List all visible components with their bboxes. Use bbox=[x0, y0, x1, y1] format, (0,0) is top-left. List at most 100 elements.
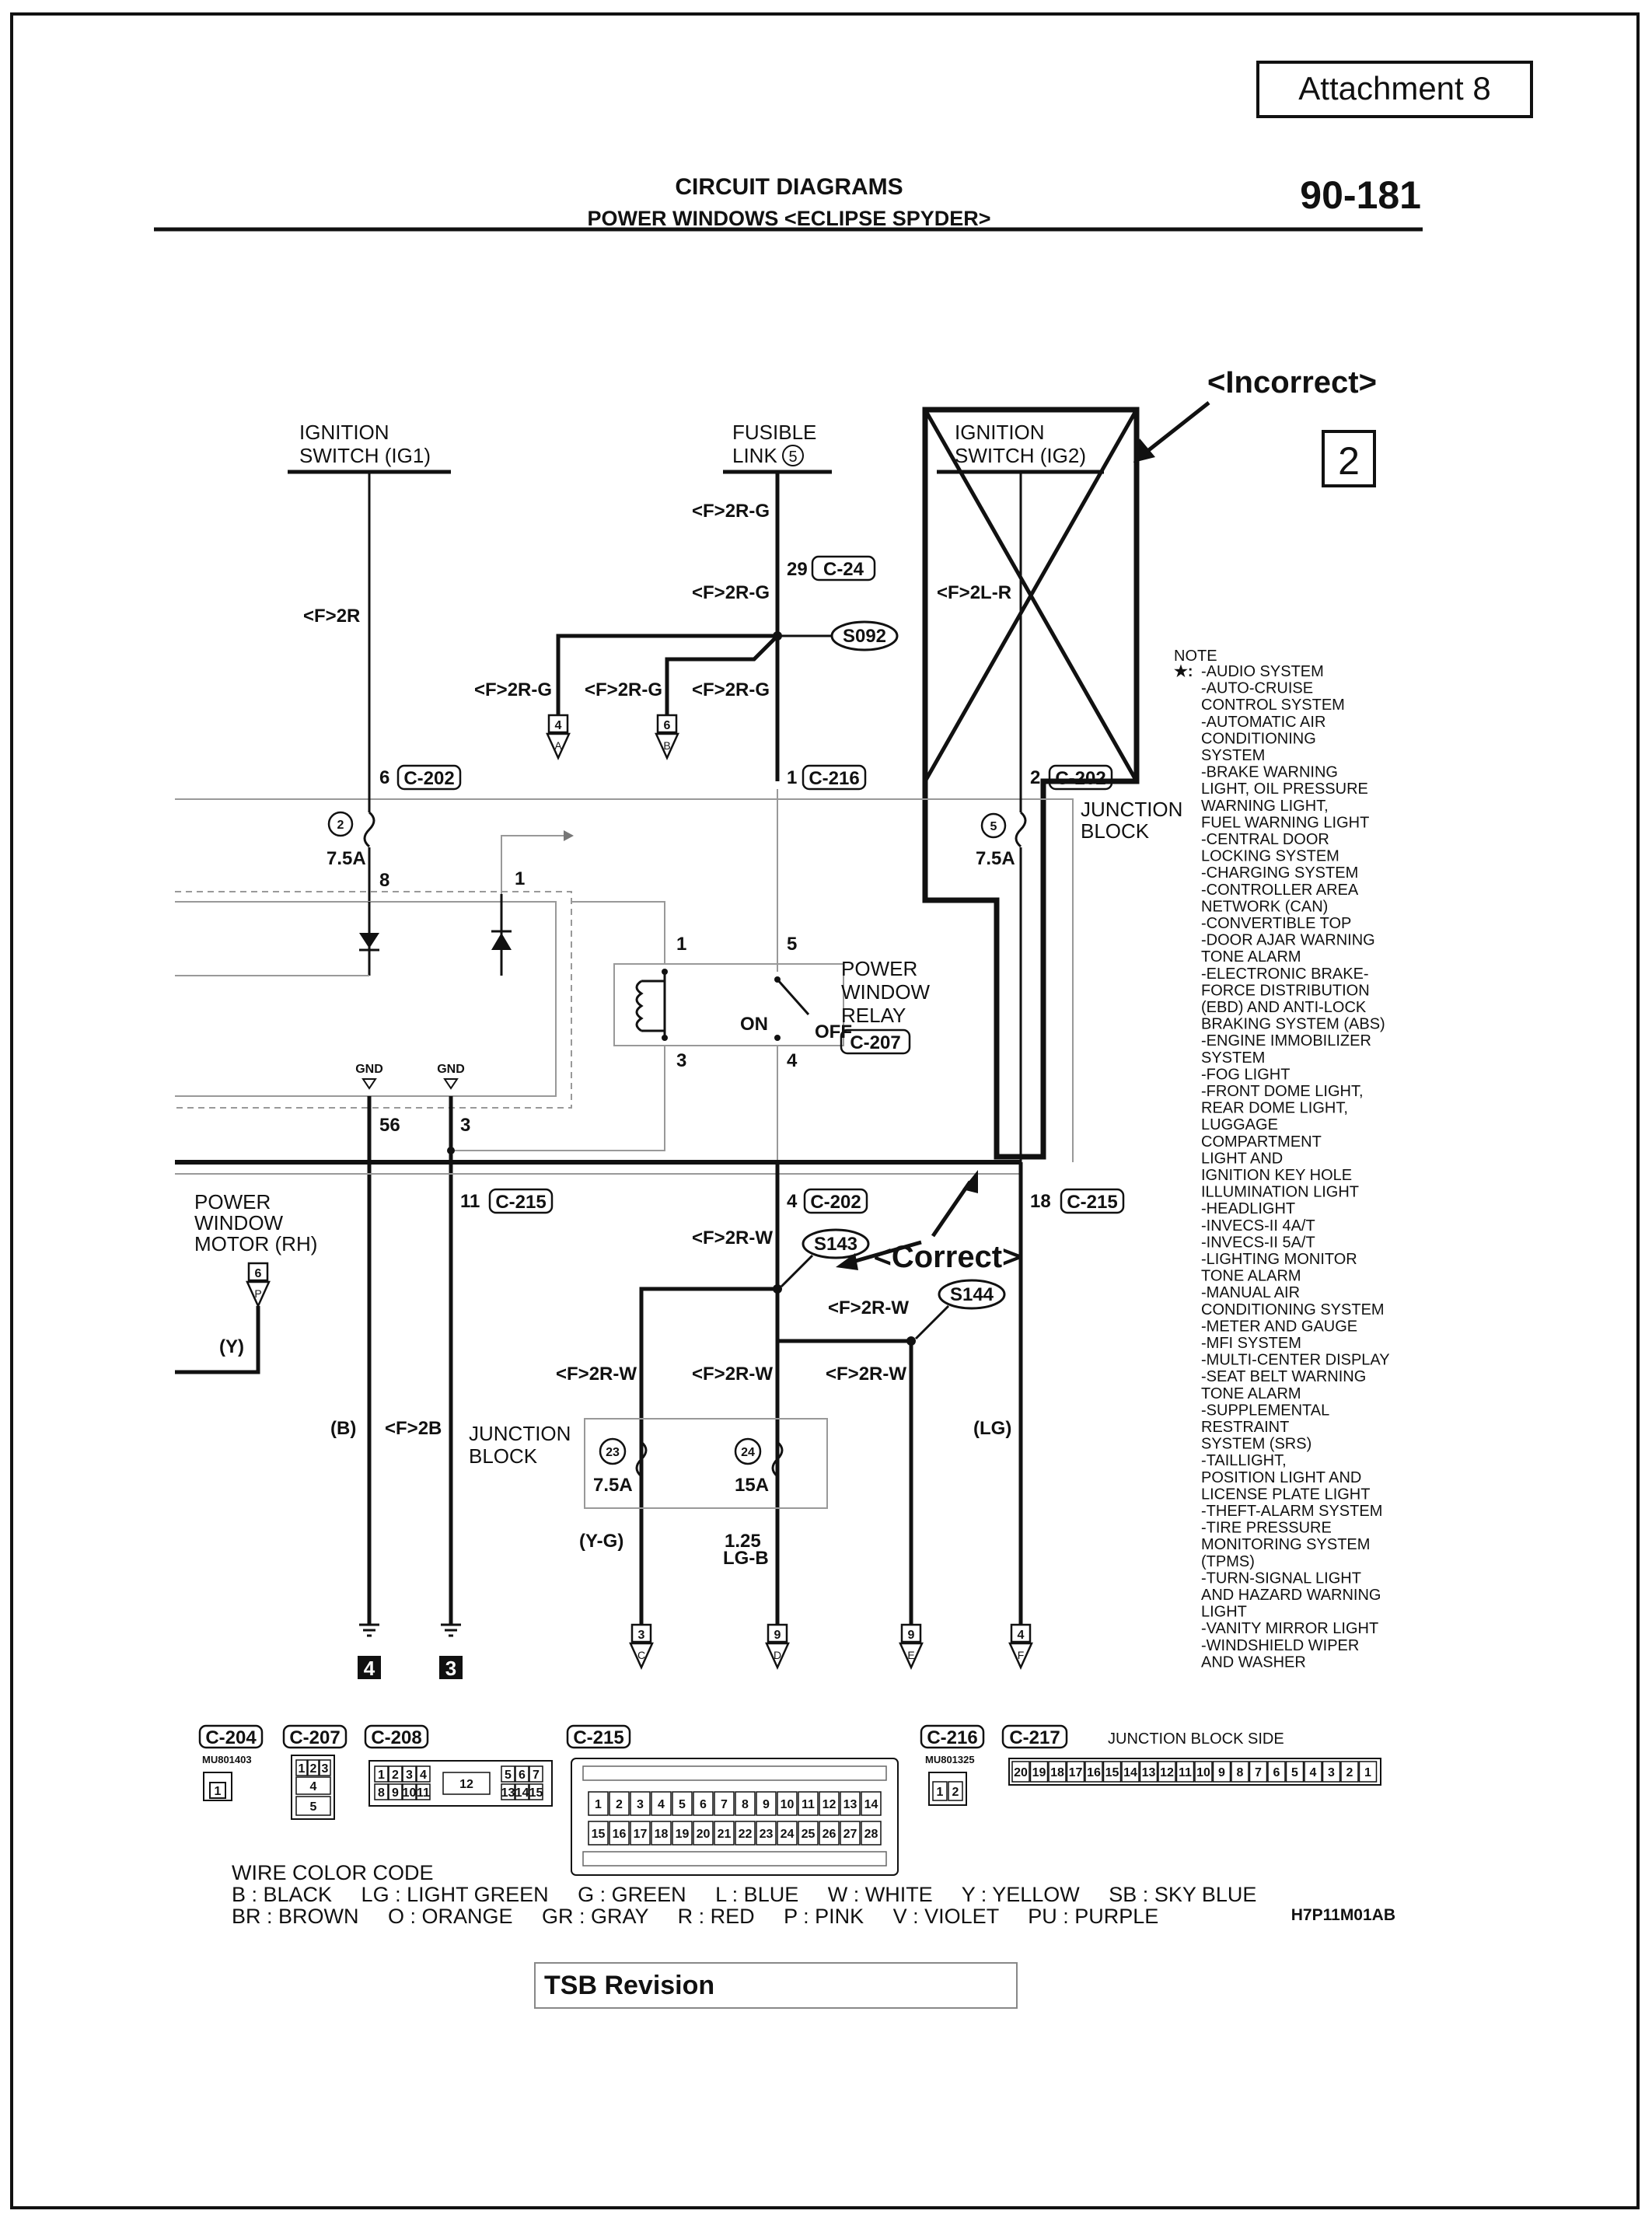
note-item: (TPMS) bbox=[1201, 1553, 1255, 1570]
note-item: -INVECS-II 5A/T bbox=[1201, 1234, 1315, 1251]
s143: S143 bbox=[814, 1234, 857, 1255]
c215-pin: 1 bbox=[595, 1798, 602, 1811]
gnd-2: GND bbox=[437, 1063, 465, 1076]
c217-pin: 4 bbox=[1310, 1766, 1317, 1779]
annotation-incorrect: <Incorrect> bbox=[1207, 365, 1377, 400]
fl-mid-label: <F>2R-G bbox=[692, 582, 770, 603]
c215-pin: 2 bbox=[616, 1798, 623, 1811]
note-item: -THEFT-ALARM SYSTEM bbox=[1201, 1503, 1382, 1520]
c216-pin: 1 bbox=[937, 1786, 944, 1799]
c215-pin: 18 bbox=[655, 1828, 669, 1841]
ig1-wire-label: <F>2R bbox=[303, 606, 360, 627]
c217-pin: 20 bbox=[1014, 1766, 1028, 1779]
c207-label: C-207 bbox=[289, 1727, 340, 1748]
ig2-label-2: SWITCH (IG2) bbox=[955, 444, 1086, 467]
note-item: LIGHT bbox=[1201, 1604, 1247, 1621]
op-3c-num: 3 bbox=[638, 1629, 645, 1642]
c208-pin: 11 bbox=[417, 1786, 430, 1800]
note-item: -SUPPLEMENTAL bbox=[1201, 1402, 1329, 1419]
op-6b-num: 6 bbox=[664, 719, 671, 732]
ig2-label-1: IGNITION bbox=[955, 421, 1045, 444]
fuse-23-amp: 7.5A bbox=[593, 1475, 633, 1496]
note-item: LOCKING SYSTEM bbox=[1201, 848, 1339, 865]
motor-line1: POWER bbox=[194, 1190, 271, 1214]
c217-pin: 14 bbox=[1123, 1766, 1137, 1779]
op-4a-num: 4 bbox=[555, 719, 562, 732]
note-item: -CONTROLLER AREA bbox=[1201, 882, 1359, 899]
page-number: 90-181 bbox=[1300, 173, 1421, 217]
wcc-title: WIRE COLOR CODE bbox=[232, 1861, 434, 1884]
jb1-line1: JUNCTION bbox=[1081, 798, 1182, 821]
op-9e-num: 9 bbox=[908, 1629, 915, 1642]
c208-pin: 4 bbox=[420, 1769, 427, 1782]
c24: C-24 bbox=[823, 559, 864, 580]
fuse-2: 2 bbox=[337, 819, 344, 832]
note-item: -AUTOMATIC AIR bbox=[1201, 714, 1325, 731]
c208-pin: 3 bbox=[406, 1769, 413, 1782]
note-item: RESTRAINT bbox=[1201, 1419, 1289, 1436]
note-item: MONITORING SYSTEM bbox=[1201, 1536, 1370, 1553]
relay-label-2: WINDOW bbox=[841, 980, 931, 1004]
relay-label-3: RELAY bbox=[841, 1004, 906, 1027]
c217-pin: 13 bbox=[1142, 1766, 1156, 1779]
note-item: -HEADLIGHT bbox=[1201, 1200, 1295, 1217]
c215-pin: 4 bbox=[658, 1798, 665, 1811]
c208-pin: 9 bbox=[392, 1786, 399, 1800]
branch-b-label: <F>2R-G bbox=[585, 679, 662, 700]
note-item: -TAILLIGHT, bbox=[1201, 1452, 1287, 1469]
c215-a: C-215 bbox=[495, 1192, 546, 1213]
s092: S092 bbox=[843, 626, 886, 647]
op-4f-letter: F bbox=[1018, 1649, 1025, 1661]
wire-y: (Y) bbox=[219, 1336, 244, 1357]
c215-pin: 24 bbox=[781, 1828, 795, 1841]
header-title-2: POWER WINDOWS <ECLIPSE SPYDER> bbox=[587, 207, 990, 230]
c215-pin: 13 bbox=[843, 1798, 857, 1811]
branch-c-label: <F>2R-G bbox=[692, 679, 770, 700]
c215-pin: 14 bbox=[864, 1798, 878, 1811]
relay-box bbox=[613, 963, 844, 1046]
annotation-correct: <Correct> bbox=[874, 1240, 1021, 1274]
tsb-revision-box bbox=[534, 1962, 1018, 2009]
wcc-row1: B : BLACK LG : LIGHT GREEN G : GREEN L :… bbox=[232, 1883, 1256, 1906]
relay-on: ON bbox=[740, 1014, 768, 1035]
w5-label: <F>2R-W bbox=[826, 1364, 906, 1385]
c24-pin: 29 bbox=[787, 559, 808, 580]
note-star: ★: bbox=[1174, 663, 1193, 680]
c215-pin: 26 bbox=[823, 1828, 836, 1841]
c217-pin: 10 bbox=[1196, 1766, 1210, 1779]
c217-pin: 15 bbox=[1105, 1766, 1119, 1779]
c217-pin: 8 bbox=[1237, 1766, 1244, 1779]
tsb-revision: TSB Revision bbox=[544, 1971, 714, 2000]
note-item: LIGHT AND bbox=[1201, 1150, 1283, 1167]
relay-off: OFF bbox=[815, 1021, 852, 1042]
note-item: TONE ALARM bbox=[1201, 948, 1301, 966]
c215-label: C-215 bbox=[573, 1727, 623, 1748]
c215-pin: 21 bbox=[718, 1828, 732, 1841]
op-4f-num: 4 bbox=[1018, 1629, 1025, 1642]
sheet-number: 2 bbox=[1338, 439, 1360, 483]
note-item: -MFI SYSTEM bbox=[1201, 1335, 1301, 1352]
note-item: -CONVERTIBLE TOP bbox=[1201, 915, 1351, 932]
incorrect-arrow-line bbox=[1141, 401, 1210, 456]
wire-yg: (Y-G) bbox=[579, 1531, 623, 1552]
op-9d-letter: D bbox=[774, 1649, 781, 1661]
note-item: LIGHT, OIL PRESSURE bbox=[1201, 780, 1368, 798]
note-item: AND WASHER bbox=[1201, 1654, 1306, 1671]
note-item: SYSTEM (SRS) bbox=[1201, 1436, 1311, 1453]
pin-3: 3 bbox=[460, 1115, 470, 1136]
jb2-line2: BLOCK bbox=[469, 1444, 538, 1468]
note-item: -SEAT BELT WARNING bbox=[1201, 1368, 1366, 1385]
c202-a-pin: 6 bbox=[379, 767, 389, 788]
c215-pin: 17 bbox=[634, 1828, 648, 1841]
fl-top-label: <F>2R-G bbox=[692, 501, 770, 522]
note-item: FORCE DISTRIBUTION bbox=[1201, 982, 1370, 999]
op-9e-letter: E bbox=[907, 1649, 914, 1661]
wire-lg: (LG) bbox=[973, 1418, 1011, 1439]
c216: C-216 bbox=[809, 768, 859, 789]
c208-pin: 10 bbox=[403, 1786, 417, 1800]
relay-p4: 4 bbox=[787, 1050, 798, 1071]
note-item: WARNING LIGHT, bbox=[1201, 798, 1329, 815]
c215-pin: 27 bbox=[843, 1828, 857, 1841]
